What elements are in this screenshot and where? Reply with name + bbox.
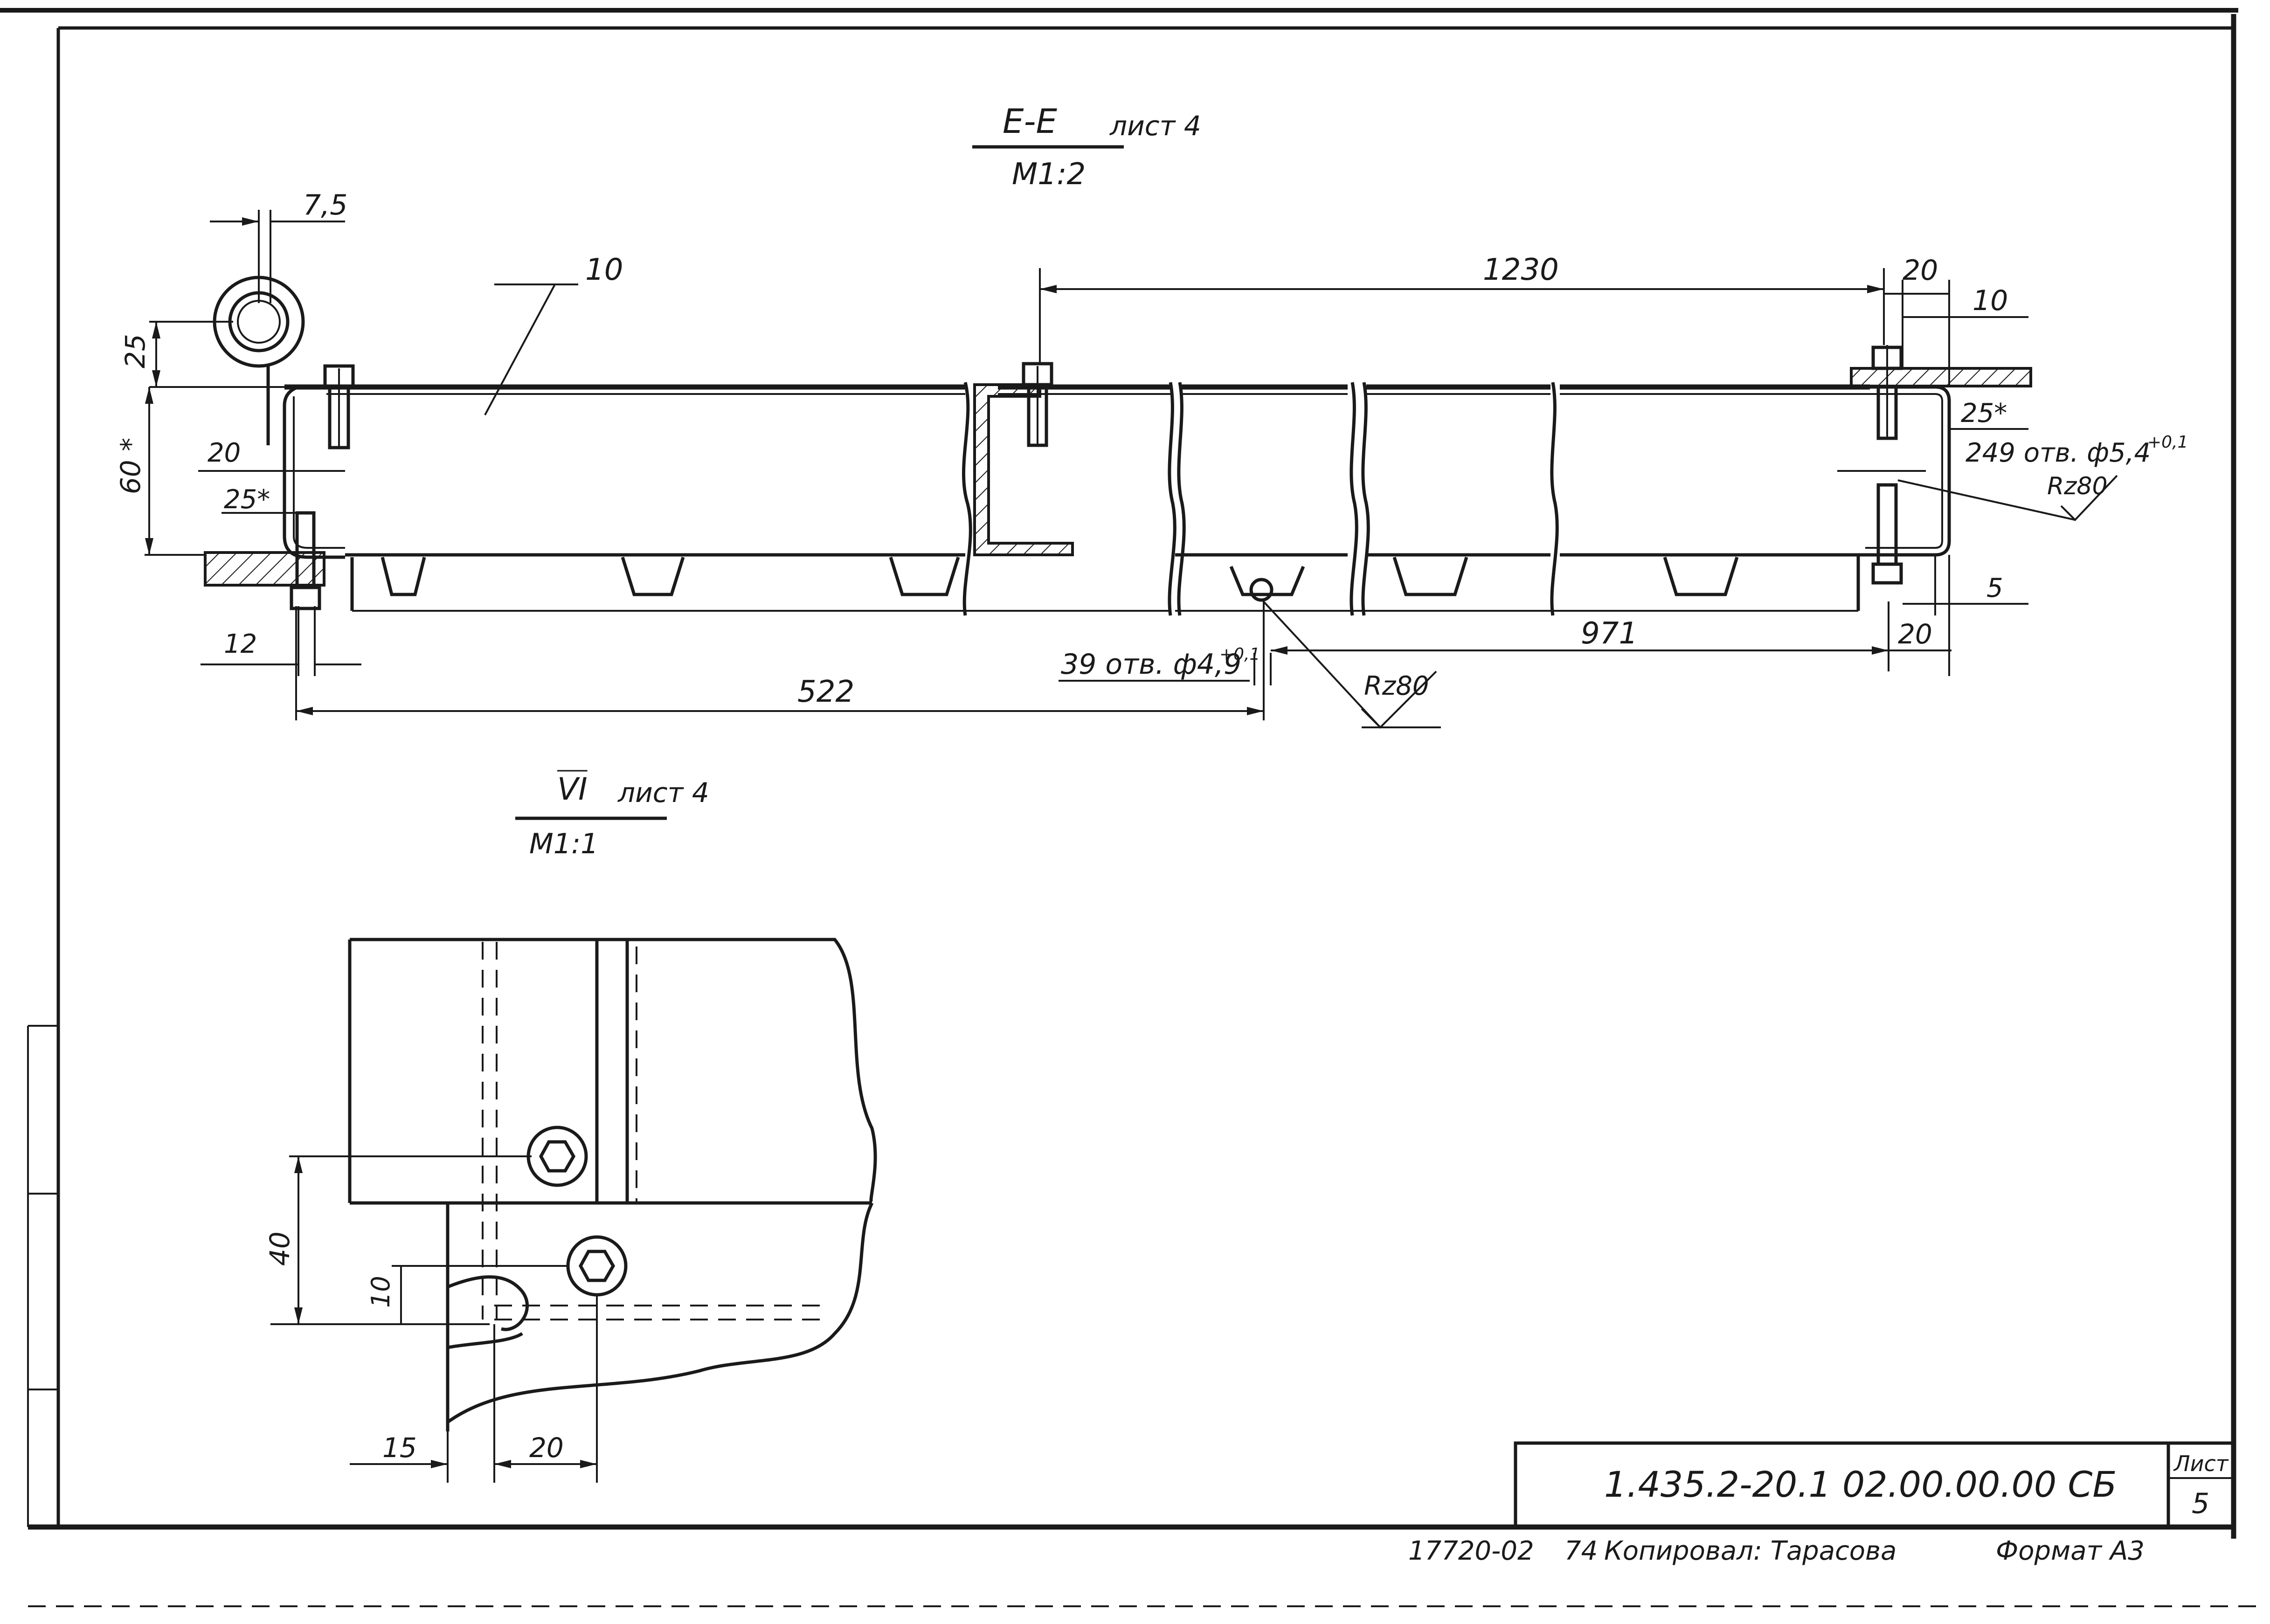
rivet-hole	[1249, 578, 1273, 602]
part-leader-10: 10	[585, 253, 623, 287]
dim-20: 20	[529, 1432, 564, 1464]
bolt	[323, 364, 355, 449]
rib	[621, 556, 685, 596]
bolt	[1022, 362, 1053, 447]
view-vi-title: VI	[557, 771, 588, 807]
footer: 17720-02 74 Копировал: Тарасова Формат А…	[1408, 1536, 2145, 1566]
dim-25-star-left: 25*	[224, 484, 270, 515]
roughness-rz80-right: Rz80	[2047, 472, 2108, 500]
dim-5: 5	[1986, 573, 2003, 603]
dim-60-star: 60 *	[115, 438, 146, 494]
sheet-number: 5	[2192, 1487, 2209, 1520]
section-ee-heading: Е-Е лист 4 М1:2	[972, 102, 1201, 192]
panel-outline	[350, 938, 877, 1205]
dim-25-star-right: 25*	[1961, 398, 2007, 428]
dim-7-5: 7,5	[303, 189, 347, 221]
rib	[889, 556, 960, 596]
break-line	[1177, 382, 1186, 616]
view-vi-detail	[348, 938, 877, 1431]
rib	[1229, 566, 1305, 596]
dim-10-top: 10	[1972, 284, 2008, 317]
rib	[1663, 556, 1739, 596]
break-line	[1168, 382, 1177, 616]
rib	[381, 557, 426, 596]
dim-12: 12	[224, 629, 257, 659]
left-seal	[204, 551, 325, 587]
dimensions-vi: 40 10 15 20	[264, 1155, 598, 1483]
dim-15: 15	[382, 1432, 417, 1464]
dimensions-ee: 7,5 1230 20 10 25 60 * 20 25* 25*	[115, 189, 2188, 729]
view-vi-sheet-ref: лист 4	[617, 777, 709, 809]
drawing-designation: 1.435.2-20.1 02.00.00.00 СБ	[1604, 1464, 2117, 1505]
bolt	[1871, 483, 1903, 585]
view-vi-heading: VI лист 4 М1:1	[515, 771, 709, 860]
view-vi-scale: М1:1	[529, 828, 598, 860]
middle-channel	[973, 383, 1074, 556]
bolt-head	[526, 1126, 588, 1187]
roughness-rz80-bottom: Rz80	[1364, 671, 1429, 701]
holes-249-tolerance: +0,1	[2147, 433, 2188, 452]
right-seal	[1850, 367, 2032, 387]
dim-20-left: 20	[208, 438, 241, 468]
dim-522: 522	[797, 675, 854, 709]
title-block: 1.435.2-20.1 02.00.00.00 СБ Лист 5	[1514, 1441, 2235, 1529]
holes-249-spec: 249 отв. ф5,4	[1965, 438, 2151, 468]
break-line	[1550, 382, 1559, 616]
section-ee-assembly: 10	[204, 253, 2032, 616]
rib	[1392, 556, 1468, 596]
section-ee-sheet-ref: лист 4	[1109, 110, 1201, 142]
footer-code: 74	[1564, 1536, 1598, 1566]
dim-10: 10	[366, 1276, 395, 1308]
break-line	[1350, 382, 1358, 616]
footer-order: 17720-02	[1408, 1536, 1534, 1566]
break-line	[962, 382, 972, 616]
dim-1230: 1230	[1483, 253, 1559, 287]
break-line	[1361, 382, 1370, 616]
dim-971: 971	[1581, 616, 1638, 651]
dim-25: 25	[119, 334, 151, 368]
section-ee-title: Е-Е	[1003, 102, 1057, 141]
bolt-head	[566, 1235, 628, 1297]
drawing-frame	[0, 8, 2257, 1607]
holes-39-tolerance: +0,1	[1219, 645, 1260, 664]
dim-40: 40	[264, 1231, 296, 1266]
section-ee-scale: М1:2	[1012, 157, 1086, 192]
dim-20-top: 20	[1903, 254, 1938, 287]
footer-format: Формат А3	[1996, 1536, 2145, 1566]
bolt	[290, 511, 321, 610]
sheet-label: Лист	[2173, 1451, 2229, 1476]
holes-39-spec: 39 отв. ф4,9	[1061, 648, 1241, 681]
dim-20-bottom: 20	[1898, 618, 1932, 650]
right-edge-profile	[1865, 385, 1951, 557]
footer-copied-by: Копировал: Тарасова	[1604, 1536, 1896, 1566]
bolt	[1871, 345, 1903, 440]
